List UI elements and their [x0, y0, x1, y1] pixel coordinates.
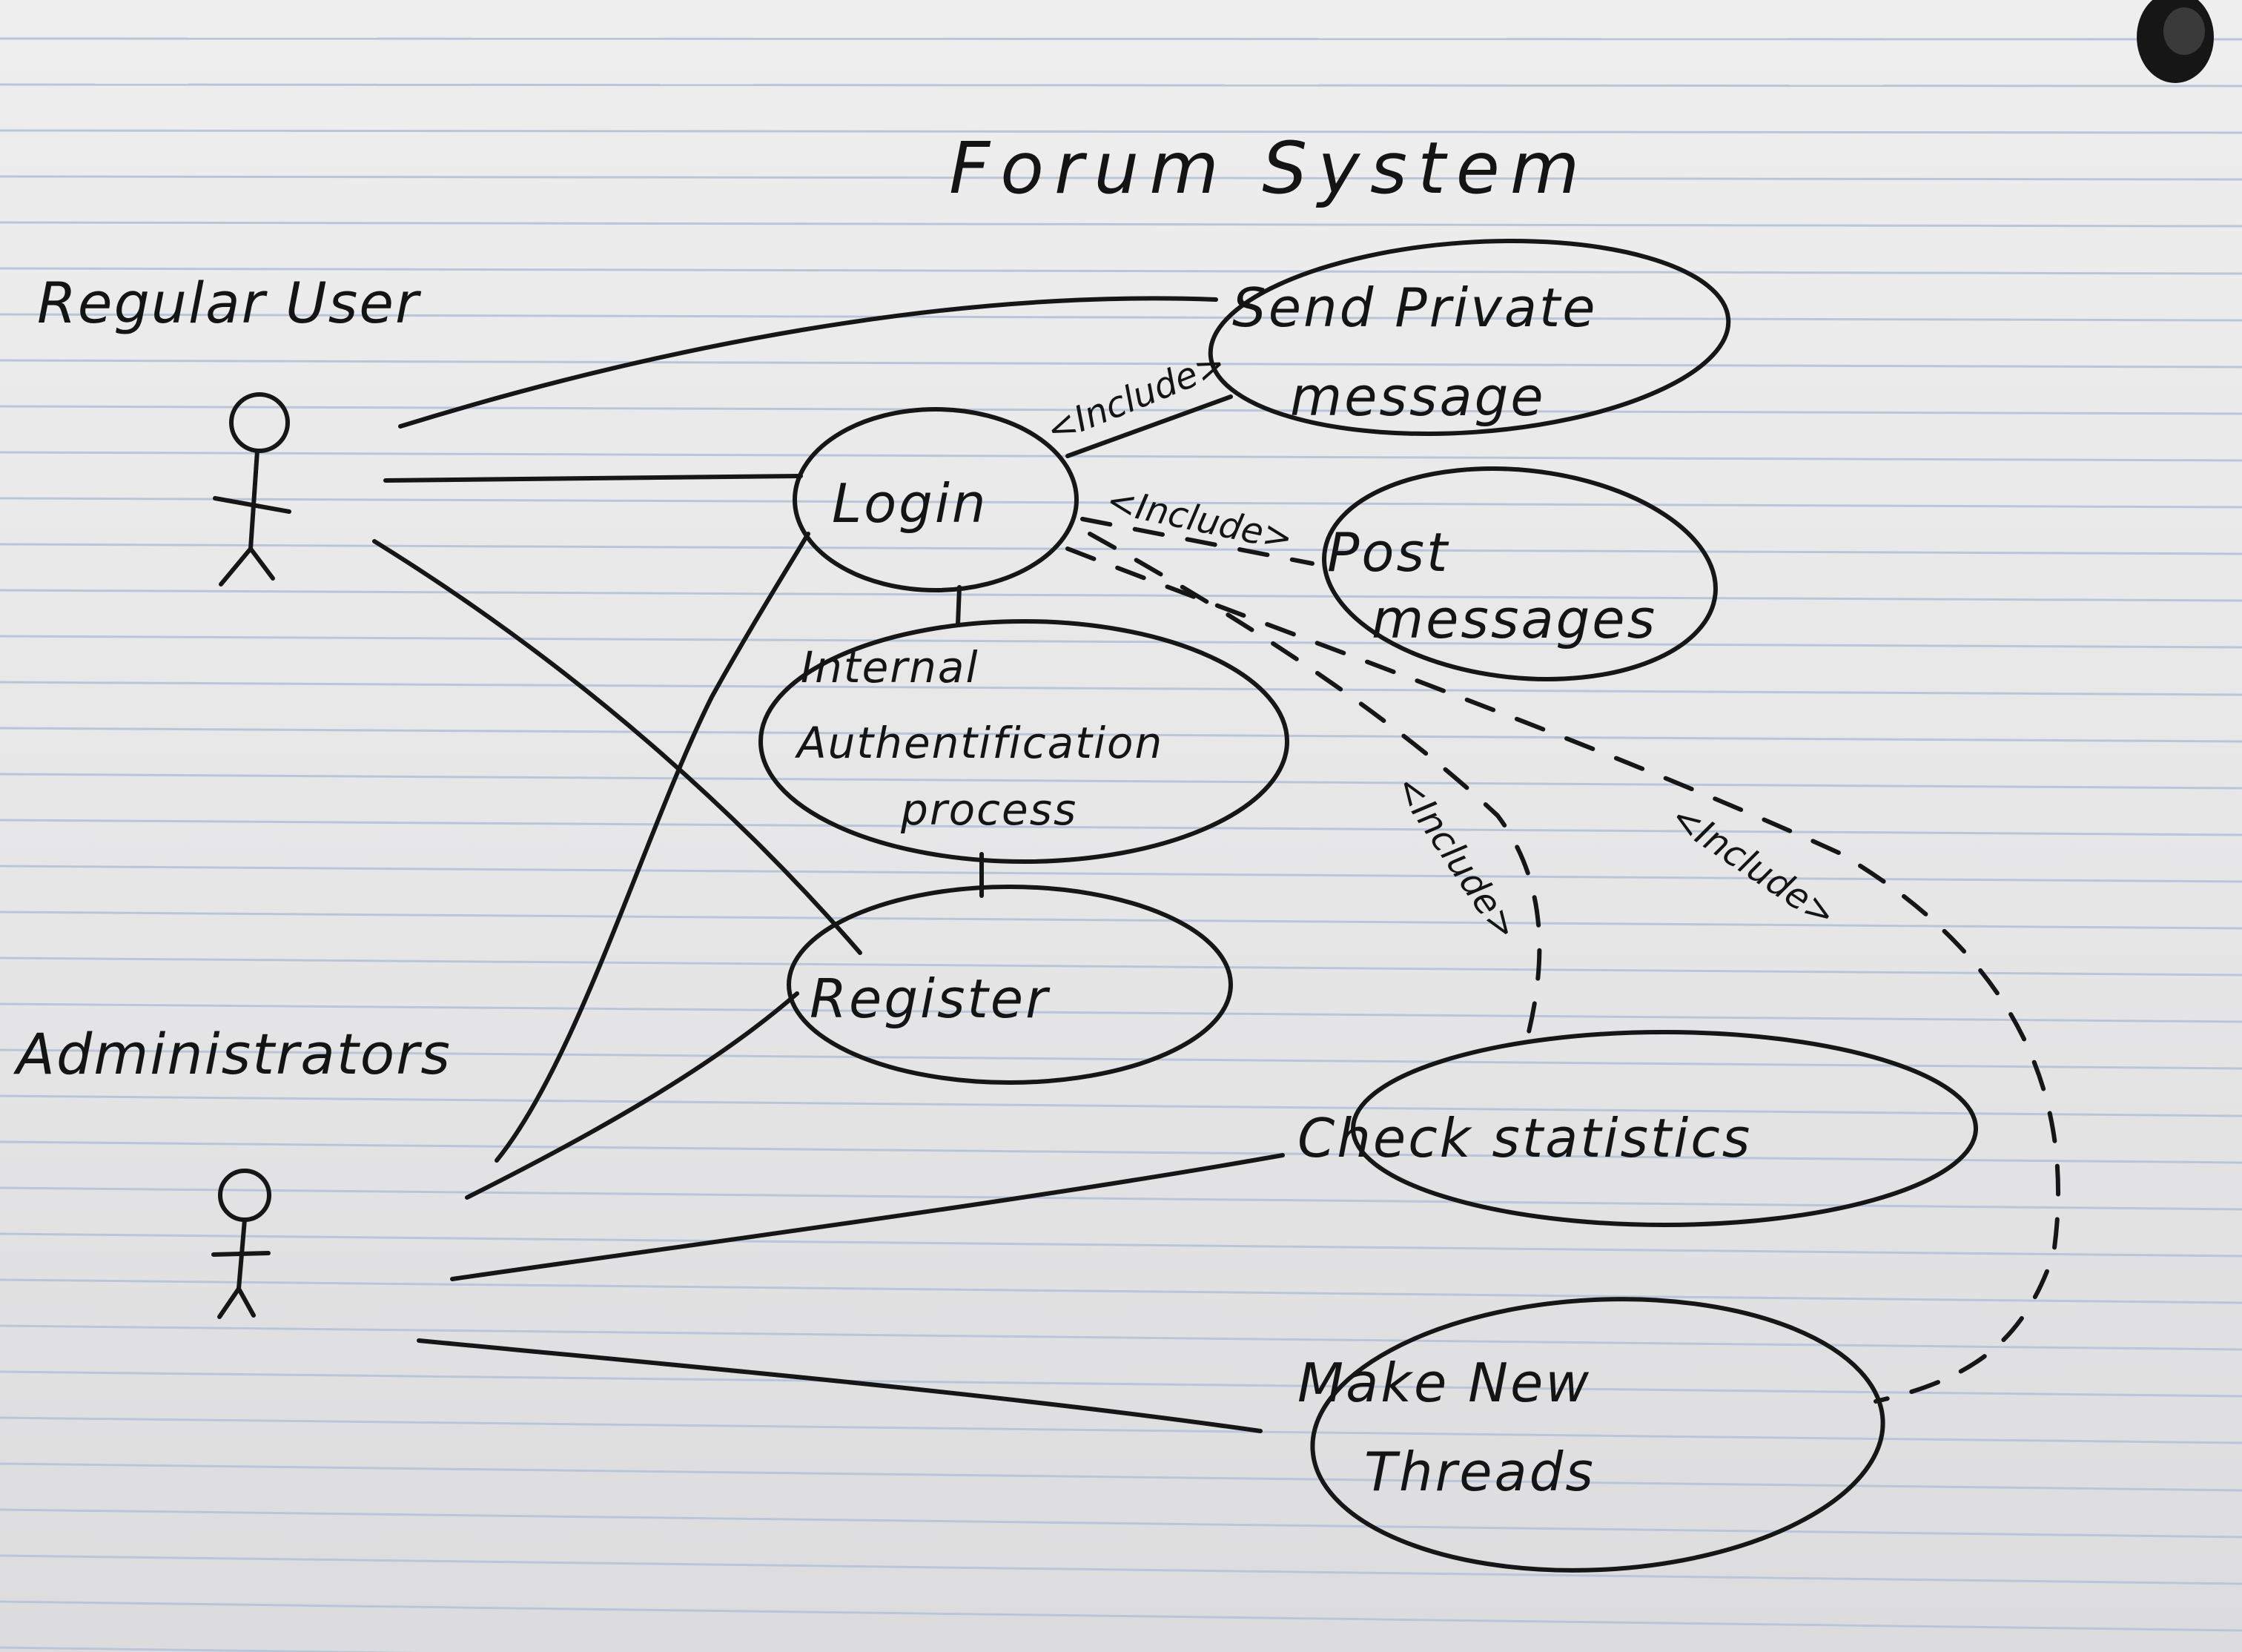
- svg-text:Register: Register: [810, 968, 1051, 1030]
- ruled-line-7: [0, 359, 2242, 369]
- usecase-make-new-threads: Make New Threads: [1297, 1297, 1885, 1573]
- ruled-line-18: [0, 865, 2242, 883]
- usecase-check-statistics: Check statistics: [1297, 1030, 1978, 1227]
- usecase-internal-authentification: Internal Authentification process: [758, 619, 1289, 864]
- ruled-line-1: [0, 83, 2242, 87]
- ruled-line-16: [0, 773, 2242, 790]
- ruled-line-25: [0, 1186, 2242, 1211]
- ruled-line-19: [0, 911, 2242, 930]
- ruled-line-3: [0, 175, 2242, 181]
- include-label-make-threads: <Include>: [1663, 796, 1843, 936]
- include-line-post: [1080, 517, 1315, 566]
- ruled-line-31: [0, 1462, 2242, 1492]
- assoc-regular-send-private: [398, 296, 1218, 429]
- actor-administrator: [211, 1169, 271, 1319]
- ruled-line-34: [0, 1600, 2242, 1632]
- include-label-post: <Include>: [1103, 480, 1297, 560]
- ruled-line-27: [0, 1278, 2242, 1304]
- usecase-post-messages: Post messages: [1322, 466, 1718, 681]
- include-line-send-private: [1065, 394, 1233, 458]
- assoc-admin-login: [495, 532, 810, 1163]
- ruled-line-30: [0, 1416, 2242, 1444]
- link-login-auth: [956, 585, 962, 627]
- svg-text:Threads: Threads: [1364, 1441, 1595, 1503]
- ruled-line-2: [0, 129, 2242, 134]
- ruled-line-4: [0, 221, 2242, 228]
- svg-text:message: message: [1290, 366, 1546, 428]
- ruled-line-33: [0, 1554, 2242, 1585]
- ruled-line-11: [0, 543, 2242, 555]
- ruled-line-32: [0, 1508, 2242, 1539]
- ruled-line-13: [0, 635, 2242, 649]
- actor-regular-user: [213, 392, 291, 587]
- ruled-line-29: [0, 1370, 2242, 1398]
- svg-text:Make New: Make New: [1297, 1352, 1591, 1414]
- ruled-line-14: [0, 681, 2242, 696]
- svg-text:Login: Login: [832, 472, 988, 535]
- svg-text:Send Private: Send Private: [1232, 277, 1598, 339]
- svg-text:process: process: [900, 784, 1077, 835]
- assoc-admin-check-statistics: [450, 1153, 1285, 1281]
- ruled-line-15: [0, 727, 2242, 743]
- ruled-line-6: [0, 313, 2242, 322]
- actor-label-admin: Administrators: [13, 1021, 452, 1087]
- assoc-admin-register: [465, 991, 799, 1200]
- ruled-line-5: [0, 267, 2242, 275]
- ruled-line-21: [0, 1002, 2242, 1023]
- include-line-make-threads: [1065, 546, 2060, 1404]
- include-label-check-statistics: <Include>: [1386, 767, 1527, 948]
- ruled-line-20: [0, 956, 2242, 977]
- ruled-line-24: [0, 1140, 2242, 1164]
- assoc-admin-make-threads: [417, 1338, 1263, 1433]
- ruled-line-17: [0, 819, 2242, 836]
- ruled-line-28: [0, 1324, 2242, 1351]
- usecase-login: Login: [793, 407, 1079, 592]
- include-line-check-statistics: [1088, 532, 1542, 1040]
- svg-text:Post: Post: [1327, 521, 1449, 584]
- assoc-regular-register: [372, 539, 862, 955]
- ruled-line-26: [0, 1232, 2242, 1258]
- svg-text:Authentification: Authentification: [794, 718, 1163, 768]
- ruled-line-22: [0, 1048, 2242, 1070]
- svg-text:Check statistics: Check statistics: [1297, 1107, 1752, 1169]
- usecase-send-private-message: Send Private message: [1208, 238, 1731, 437]
- svg-text:Internal: Internal: [801, 642, 979, 693]
- assoc-regular-login: [383, 474, 803, 483]
- ruled-line-23: [0, 1094, 2242, 1117]
- diagram-title: Forum System: [949, 127, 1590, 210]
- ruled-line-12: [0, 589, 2242, 602]
- include-label-send-private: <Include>: [1041, 343, 1232, 452]
- ruled-line-10: [0, 497, 2242, 509]
- ruled-line-9: [0, 451, 2242, 462]
- ruled-line-8: [0, 405, 2242, 415]
- svg-text:messages: messages: [1372, 588, 1657, 650]
- usecase-register: Register: [787, 885, 1233, 1085]
- actor-label-regular: Regular User: [37, 270, 422, 336]
- binder-hole-highlight: [2163, 7, 2205, 55]
